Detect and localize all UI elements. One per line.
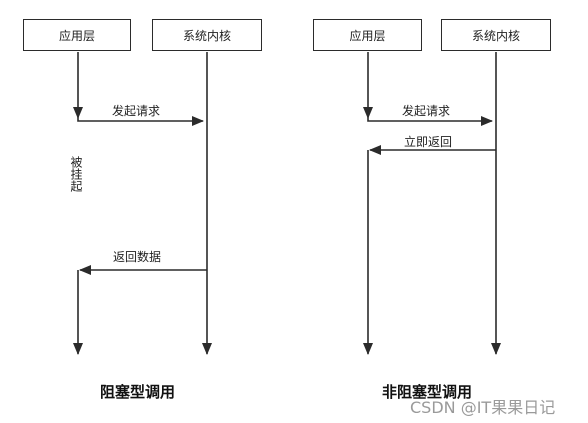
left-request-label: 发起请求 — [112, 104, 161, 118]
left-app-layer-label: 应用层 — [58, 28, 95, 43]
left-diagram-title: 阻塞型调用 — [100, 383, 176, 401]
right-diagram-title: 非阻塞型调用 — [382, 383, 473, 401]
right-request-arrow — [367, 116, 493, 126]
right-kernel-label: 系统内核 — [471, 28, 520, 43]
left-kernel-label: 系统内核 — [182, 28, 231, 43]
left-kernel-box: 系统内核 — [152, 19, 262, 51]
left-return-data-label: 返回数据 — [113, 250, 162, 264]
right-app-layer-box: 应用层 — [313, 19, 422, 51]
right-immediate-return-label: 立即返回 — [404, 135, 453, 149]
right-kernel-box: 系统内核 — [441, 19, 551, 51]
watermark-text: CSDN @IT果果日记 — [410, 398, 556, 417]
right-app-layer-label: 应用层 — [349, 28, 386, 43]
left-suspended-label: 被挂起 — [69, 156, 83, 192]
left-app-layer-box: 应用层 — [23, 19, 131, 51]
left-request-arrow — [77, 116, 204, 126]
right-request-label: 发起请求 — [402, 104, 451, 118]
